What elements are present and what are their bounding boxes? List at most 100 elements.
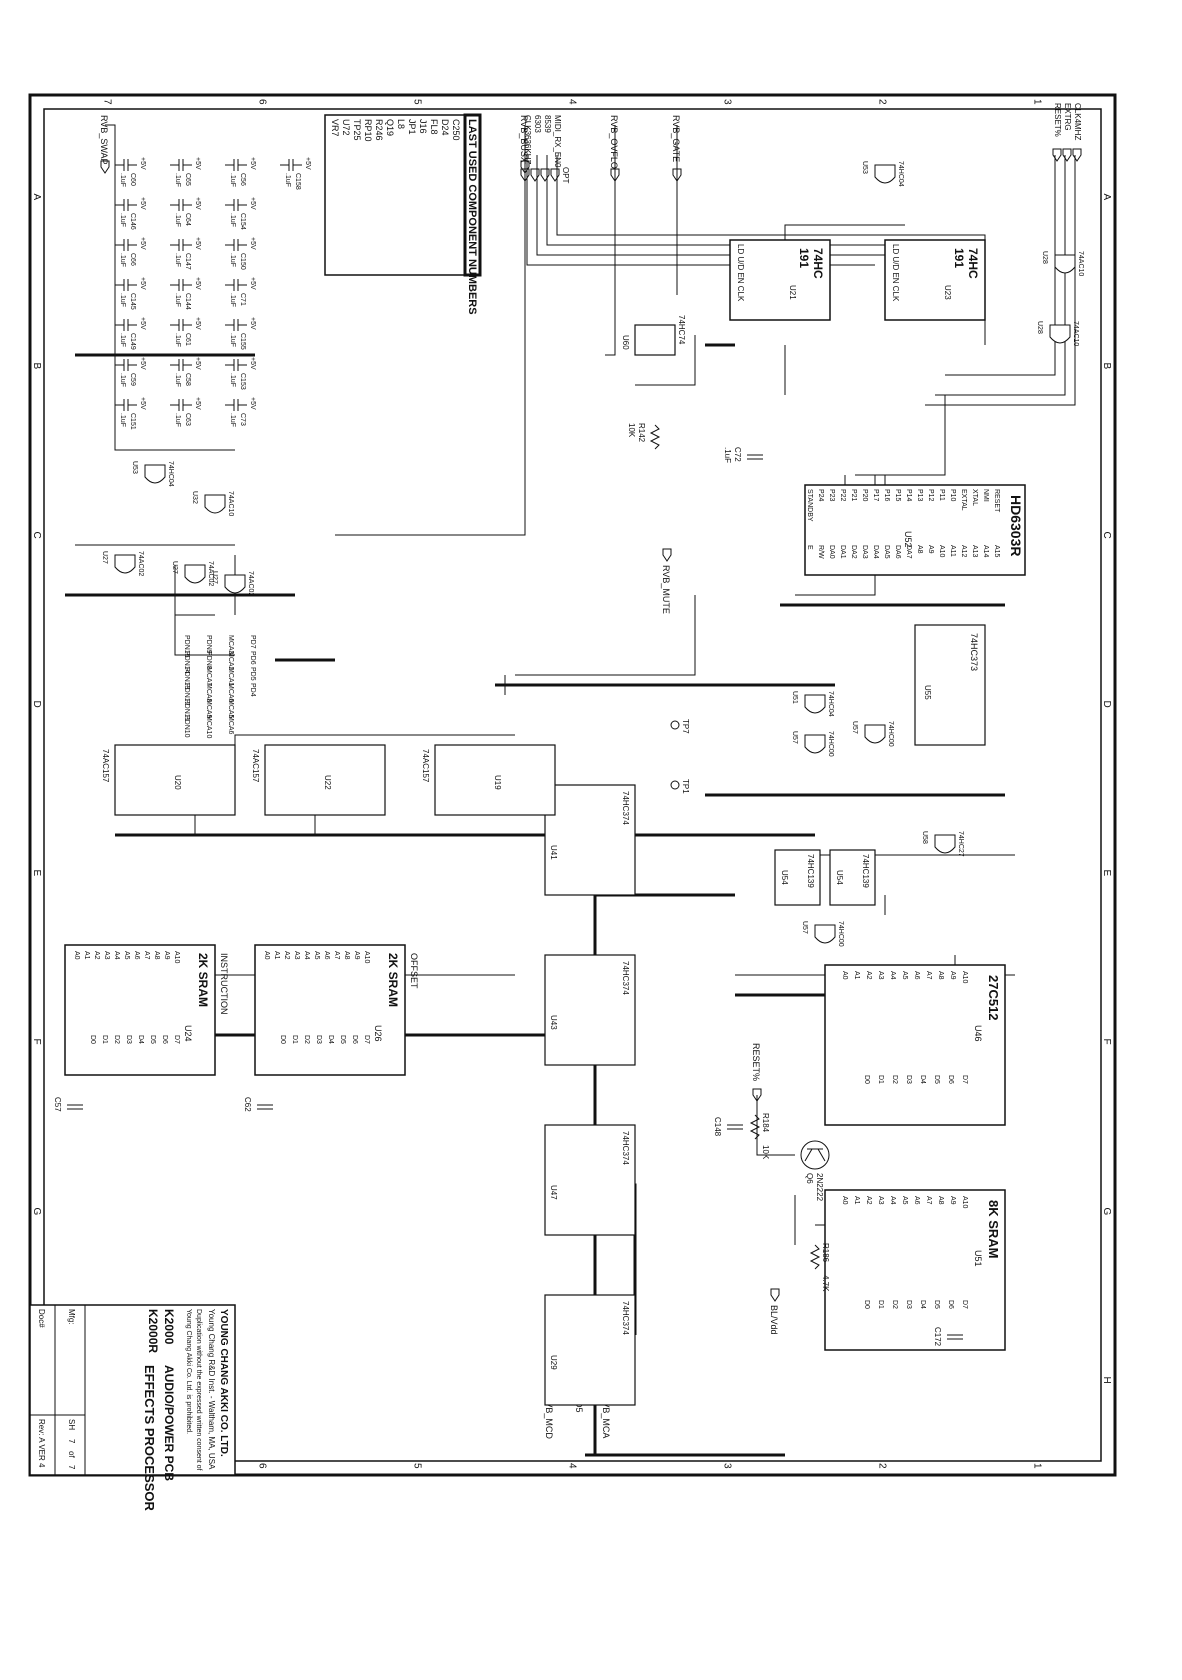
rotated-drawing: 77665544332211AABBCCDDEEFFGGHH LAST USED… <box>28 93 1117 1512</box>
svg-text:C172: C172 <box>933 1327 942 1347</box>
pin-label: D1 <box>291 1035 298 1044</box>
gate-part: 74HC00 <box>827 731 834 757</box>
title-rev: Rev: A VER 4 <box>37 1419 46 1468</box>
pin-label: P20 <box>861 489 868 502</box>
svg-text:LD U/D EN CLK: LD U/D EN CLK <box>736 244 745 302</box>
svg-text:TP1: TP1 <box>681 779 690 794</box>
decoupling-capacitor: C65.1uF+5V <box>170 157 201 187</box>
supply-label: +5V <box>139 237 146 250</box>
port-bl-vdd: BL/Vdd <box>769 1305 779 1335</box>
net-label: PDN14 <box>183 651 190 674</box>
svg-text:191: 191 <box>797 248 811 268</box>
net-label: PD5 <box>249 667 256 681</box>
pin-label: D4 <box>327 1035 334 1044</box>
capacitor-ref: C158 <box>294 173 301 190</box>
testpoint-tp1: TP1 <box>670 779 690 794</box>
chip-ref: U41 <box>549 845 558 860</box>
chip-2k-sram-offset: 2K SRAM U26 OFFSET A10A9A8A7A6A5A4A3A2A1… <box>254 944 419 1076</box>
pin-label: P13 <box>916 489 923 502</box>
pin-label: D2 <box>891 1075 898 1084</box>
pin-label: D5 <box>149 1035 156 1044</box>
capacitor-c62: C62 <box>243 1097 273 1112</box>
zone-row-D: D <box>1101 701 1112 708</box>
chip-part: 74HC374 <box>621 1131 630 1165</box>
pin-label: A10 <box>363 951 370 964</box>
zone-col-6: 6 <box>257 1463 268 1469</box>
chip-74hc74: 74HC74 U60 <box>621 315 686 356</box>
gate-part: 74HC00 <box>887 721 894 747</box>
supply-label: +5V <box>194 397 201 410</box>
capacitor-ref: C153 <box>239 373 246 390</box>
pin-label: A8 <box>937 971 944 980</box>
pin-label: A8 <box>916 545 923 554</box>
gate-ref: U27 <box>171 561 178 574</box>
decoupling-capacitor: C71.1uF+5V <box>225 277 256 307</box>
svg-text:U54: U54 <box>780 870 789 885</box>
pin-label: NMI <box>982 489 989 502</box>
net-label: PDN9 <box>205 635 212 654</box>
capacitor-value: .1uF <box>174 293 181 307</box>
component-list-item: C250 <box>451 119 461 141</box>
capacitor-ref: C66 <box>129 253 136 266</box>
svg-text:74AC157: 74AC157 <box>251 749 260 783</box>
pin-label: A10 <box>938 545 945 558</box>
svg-text:6303: 6303 <box>533 115 542 133</box>
svg-text:U46: U46 <box>973 1025 983 1042</box>
port-reset2: RESET% <box>751 1043 761 1081</box>
pin-label: A3 <box>877 1196 884 1205</box>
pin-label: R/W <box>817 545 824 559</box>
chip-hd6303r-part: HD6303R <box>1008 495 1024 556</box>
supply-label: +5V <box>139 197 146 210</box>
capacitor-value: .1uF <box>174 213 181 227</box>
component-list-item: L8 <box>396 119 406 129</box>
net-label: MCA1 <box>227 667 234 687</box>
pin-label: D7 <box>961 1075 968 1084</box>
chip-2k-sram-instruction: 2K SRAM U24 INSTRUCTION A10A9A8A7A6A5A4A… <box>64 944 229 1076</box>
svg-text:74HC373: 74HC373 <box>969 633 979 671</box>
svg-text:U26: U26 <box>373 1025 383 1042</box>
decoupling-capacitor: C64.1uF+5V <box>170 197 201 227</box>
net-label: MCA8 <box>205 683 212 703</box>
pin-label: D4 <box>919 1300 926 1309</box>
capacitor-value: .1uF <box>174 373 181 387</box>
net-label: PDN13 <box>183 667 190 690</box>
component-list-item: TP25 <box>352 119 362 141</box>
svg-text:R142: R142 <box>637 423 646 443</box>
port-rvb-swap: RVB_SWAP <box>99 115 109 165</box>
pin-label: A1 <box>83 951 90 960</box>
decoupling-capacitor: C149.1uF+5V <box>115 317 146 350</box>
pin-label: DA6 <box>894 545 901 559</box>
pin-label: D3 <box>905 1075 912 1084</box>
pin-label: A10 <box>173 951 180 964</box>
net-label: PDN10 <box>183 715 190 738</box>
net-label: MCA5 <box>227 699 234 719</box>
capacitor-ref: C149 <box>129 333 136 350</box>
component-list-item: RP10 <box>363 119 373 142</box>
capacitor-ref: C56 <box>239 173 246 186</box>
outer-frame <box>28 93 1117 1477</box>
gate-ref: U51 <box>791 691 798 704</box>
supply-label: +5V <box>304 157 311 170</box>
chip-74ac157-u19: 74AC157 U19 <box>421 744 556 816</box>
capacitor-value: .1uF <box>174 173 181 187</box>
capacitor-ref: C61 <box>184 333 191 346</box>
svg-text:2N2222: 2N2222 <box>815 1173 824 1202</box>
capacitor-ref: C147 <box>184 253 191 270</box>
svg-text:U60: U60 <box>621 335 630 350</box>
pin-label: A7 <box>143 951 150 960</box>
pin-label: D0 <box>863 1075 870 1084</box>
pin-label: P15 <box>894 489 901 502</box>
svg-text:74AC157: 74AC157 <box>101 749 110 783</box>
capacitor-ref: C146 <box>129 213 136 230</box>
supply-label: +5V <box>249 317 256 330</box>
chip-ref: U29 <box>549 1355 558 1370</box>
pin-label: P21 <box>850 489 857 502</box>
zone-row-A: A <box>1101 194 1112 201</box>
pin-label: P10 <box>949 489 956 502</box>
